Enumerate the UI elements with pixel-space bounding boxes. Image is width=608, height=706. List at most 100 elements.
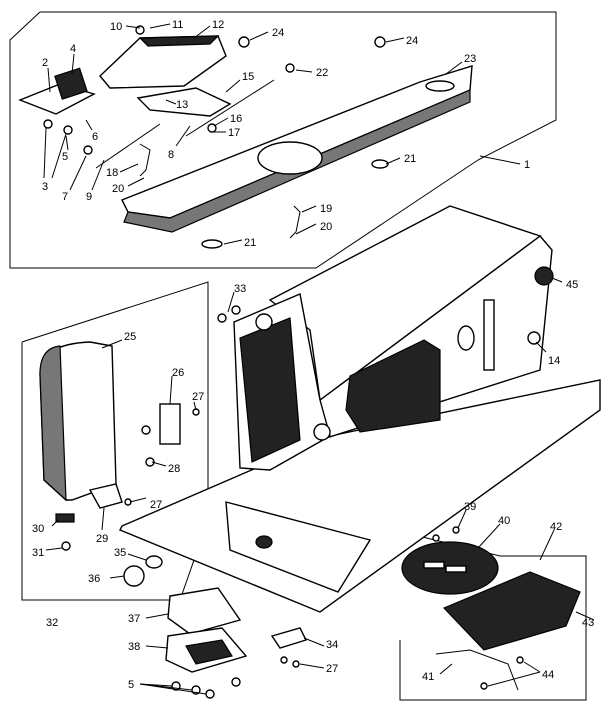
latch-block [54, 67, 88, 100]
leader-line [539, 529, 555, 561]
hinge-plate [159, 403, 181, 445]
callout-30: 30 [32, 523, 44, 535]
callout-13: 13 [176, 99, 188, 111]
screws-5 [139, 677, 241, 699]
screw-icon [480, 682, 488, 690]
leader-line [457, 509, 467, 529]
callout-39: 39 [464, 501, 476, 513]
slide-spring [435, 649, 519, 691]
screw-icon [292, 660, 300, 668]
machine-body [119, 205, 601, 613]
screw-icon [231, 305, 241, 315]
cover-bracket [88, 483, 123, 509]
thread-guide [139, 143, 151, 177]
screw-icon [527, 331, 541, 345]
screw-icon [83, 145, 93, 155]
spring-clip [55, 513, 75, 523]
washer-icon [145, 555, 163, 569]
callout-45: 45 [566, 279, 578, 291]
washer-icon [201, 239, 223, 249]
callout-26: 26 [172, 367, 184, 379]
callout-7: 7 [62, 191, 68, 203]
hinge-bracket [136, 87, 232, 117]
screw-icon [61, 541, 71, 551]
leader-line [145, 645, 169, 649]
callout-25: 25 [124, 331, 136, 343]
callout-17: 17 [228, 127, 240, 139]
callout-37: 37 [128, 613, 140, 625]
callout-38: 38 [128, 641, 140, 653]
callout-19: 19 [320, 203, 332, 215]
callout-27: 27 [326, 663, 338, 675]
callout-22: 22 [316, 67, 328, 79]
spring-rod [95, 123, 161, 169]
callout-21: 21 [244, 237, 256, 249]
spindle-rod [185, 79, 275, 137]
screw-icon [145, 457, 155, 467]
top-cover-slot [425, 80, 455, 92]
callout-5: 5 [62, 151, 68, 163]
callout-15: 15 [242, 71, 254, 83]
washer-icon [371, 159, 389, 169]
callout-40: 40 [498, 515, 510, 527]
callout-20: 20 [112, 183, 124, 195]
callout-24: 24 [272, 27, 284, 39]
callout-20: 20 [320, 221, 332, 233]
callout-36: 36 [88, 573, 100, 585]
callout-41: 41 [422, 671, 434, 683]
hinged-lid-shadow [138, 35, 220, 47]
callout-24: 24 [406, 35, 418, 47]
callout-43: 43 [582, 617, 594, 629]
callout-2: 2 [42, 57, 48, 69]
callout-6: 6 [92, 131, 98, 143]
callout-16: 16 [230, 113, 242, 125]
leader-line [145, 613, 169, 619]
callout-4: 4 [70, 43, 76, 55]
screw-icon [63, 125, 73, 135]
thread-guide [289, 205, 301, 239]
screw-icon [238, 36, 250, 48]
callout-10: 10 [110, 21, 122, 33]
callout-1: 1 [524, 159, 530, 171]
top-cover-edge [123, 89, 471, 233]
callout-12: 12 [212, 19, 224, 31]
leader-lines-left [45, 277, 563, 551]
leader-lines-top [43, 23, 521, 245]
leader-line [477, 523, 501, 549]
screw-icon [141, 425, 151, 435]
callout-21: 21 [404, 153, 416, 165]
callout-23: 23 [464, 53, 476, 65]
bobbin-tray-shade [185, 639, 233, 665]
callout-11: 11 [172, 19, 183, 31]
callout-14: 14 [548, 355, 560, 367]
callout-3: 3 [42, 181, 48, 193]
callout-9: 9 [86, 191, 92, 203]
callout-35: 35 [114, 547, 126, 559]
side-window [345, 339, 441, 433]
screw-icon [516, 656, 524, 664]
callout-42: 42 [550, 521, 562, 533]
callout-18: 18 [106, 167, 118, 179]
callout-34: 34 [326, 639, 338, 651]
callout-8: 8 [168, 149, 174, 161]
screw-icon [43, 119, 53, 129]
leader-line [439, 663, 453, 675]
callout-27: 27 [150, 499, 162, 511]
screw-icon [374, 36, 386, 48]
leader-line [523, 661, 541, 673]
callout-labels: 1 2 3 4 5 5 6 7 8 9 10 11 12 13 14 15 16… [32, 19, 594, 691]
needle-plate-slot [423, 561, 445, 569]
screw-icon [217, 313, 227, 323]
slide-plate [442, 571, 581, 651]
callout-31: 31 [32, 547, 44, 559]
needle-plate-slot [445, 565, 467, 573]
screw-icon [432, 534, 440, 542]
callout-5: 5 [128, 679, 134, 691]
leader-line [303, 637, 325, 647]
callout-28: 28 [168, 463, 180, 475]
leader-line [127, 553, 147, 561]
screw-icon [452, 526, 460, 534]
screw-icon [280, 656, 288, 664]
leader-line [109, 575, 125, 579]
